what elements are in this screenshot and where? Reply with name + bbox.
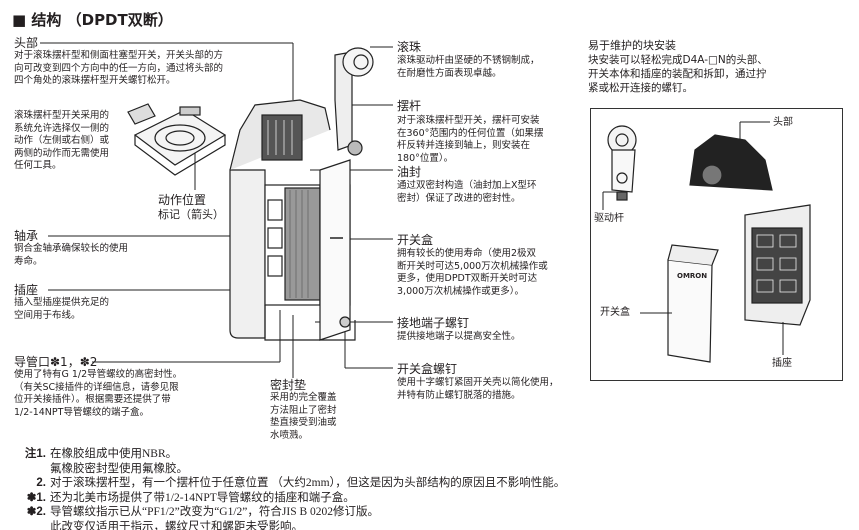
exploded-head-label: 头部	[773, 117, 793, 128]
conduit-label: 导管口✽1，✽2	[14, 355, 98, 369]
socket-label: 插座	[14, 283, 39, 297]
exploded-actuator-label: 驱动杆	[594, 213, 624, 224]
bearing-label: 轴承	[14, 229, 39, 243]
maintenance-desc: 块安装可以轻松完成D4A-□N的头部、 开关本体和插座的装配和拆卸，通过拧 紧或…	[588, 54, 768, 94]
footnote: ✽2.导管螺纹指示已从“PF1/2”改变为“G1/2”，符合JIS B 0202…	[26, 506, 380, 518]
switch-drawing	[229, 47, 374, 341]
switch-box-label: 开关盒	[397, 233, 434, 247]
footnote: 2.对于滚珠摆杆型，有一个摆杆位于任意位置 （大约2mm），但这是因为头部结构的…	[36, 477, 566, 489]
ground-screw-label: 接地端子螺钉	[397, 316, 470, 330]
roller-lever-note: 滚珠摆杆型开关采用的 系统允许选择仅一侧的 动作（左侧或右侧）或 两侧的动作而无…	[14, 110, 110, 171]
roller-label: 滚珠	[397, 40, 422, 54]
switch-box-desc: 拥有较长的使用寿命（使用2极双 断开关时可达5,000万次机械操作或 更多，使用…	[397, 248, 548, 297]
conduit-desc: 使用了特有G 1/2导管螺纹的高密封性。 （有关SC接插件的详细信息，请参见限 …	[14, 369, 183, 418]
exploded-view-drawing	[602, 121, 811, 363]
maintenance-title: 易于维护的块安装	[588, 39, 676, 52]
footnote: 注1.在橡胶组成中使用NBR。	[24, 448, 178, 460]
section-title: ■ 结构 （DPDT双断）	[12, 11, 173, 29]
socket-desc: 插入型插座提供充足的 空间用于布线。	[14, 297, 110, 321]
oil-seal-label: 油封	[397, 165, 422, 179]
roller-desc: 滚珠驱动杆由坚硬的不锈钢制成， 在耐磨性方面表现卓越。	[397, 55, 540, 79]
box-screw-desc: 使用十字螺钉紧固开关壳以简化使用， 并特有防止螺钉脱落的措施。	[397, 377, 559, 401]
box-screw-label: 开关盒螺钉	[397, 362, 458, 376]
oil-seal-desc: 通过双密封构造（油封加上X型环 密封）保证了改进的密封性。	[397, 180, 537, 204]
exploded-view-frame	[590, 108, 843, 381]
head-label: 头部	[14, 36, 39, 50]
footnotes: 注1.在橡胶组成中使用NBR。 氟橡胶密封型使用氟橡胶。 2.对于滚珠摆杆型，有…	[16, 447, 565, 530]
head-desc: 对于滚珠摆杆型和侧面柱塞型开关，开关头部的方 向可改变到四个方向中的任一方向，通…	[14, 50, 224, 86]
bearing-desc: 铜合金轴承确保较长的使用 寿命。	[14, 243, 129, 267]
position-mark-label-1: 动作位置	[158, 193, 207, 207]
lever-desc: 对于滚珠摆杆型开关，摆杆可安装 在360°范围内的任何位置（如果摆 杆反转并连接…	[397, 115, 544, 164]
exploded-switch-box-label: 开关盒	[600, 307, 630, 318]
position-mark-label-2: 标记（箭头）	[158, 208, 224, 221]
footnote: 氟橡胶密封型使用氟橡胶。	[50, 462, 188, 475]
exploded-socket-label: 插座	[772, 358, 792, 369]
omron-logo: OMRON	[677, 272, 708, 280]
gasket-label: 密封垫	[270, 378, 307, 392]
head-detail-drawing	[127, 103, 227, 176]
gasket-desc: 采用的完全覆盖 方法阻止了密封 垫直接受到油或 水喷溅。	[270, 392, 337, 441]
footnote: ✽1.还为北美市场提供了带1/2-14NPT导管螺纹的插座和端子盒。	[26, 491, 355, 504]
lever-label: 摆杆	[397, 99, 422, 113]
footnote: 此改变仅适用于指示，螺纹尺寸和螺距未受影响。	[50, 520, 303, 530]
ground-screw-desc: 提供接地端子以提高安全性。	[397, 331, 521, 342]
